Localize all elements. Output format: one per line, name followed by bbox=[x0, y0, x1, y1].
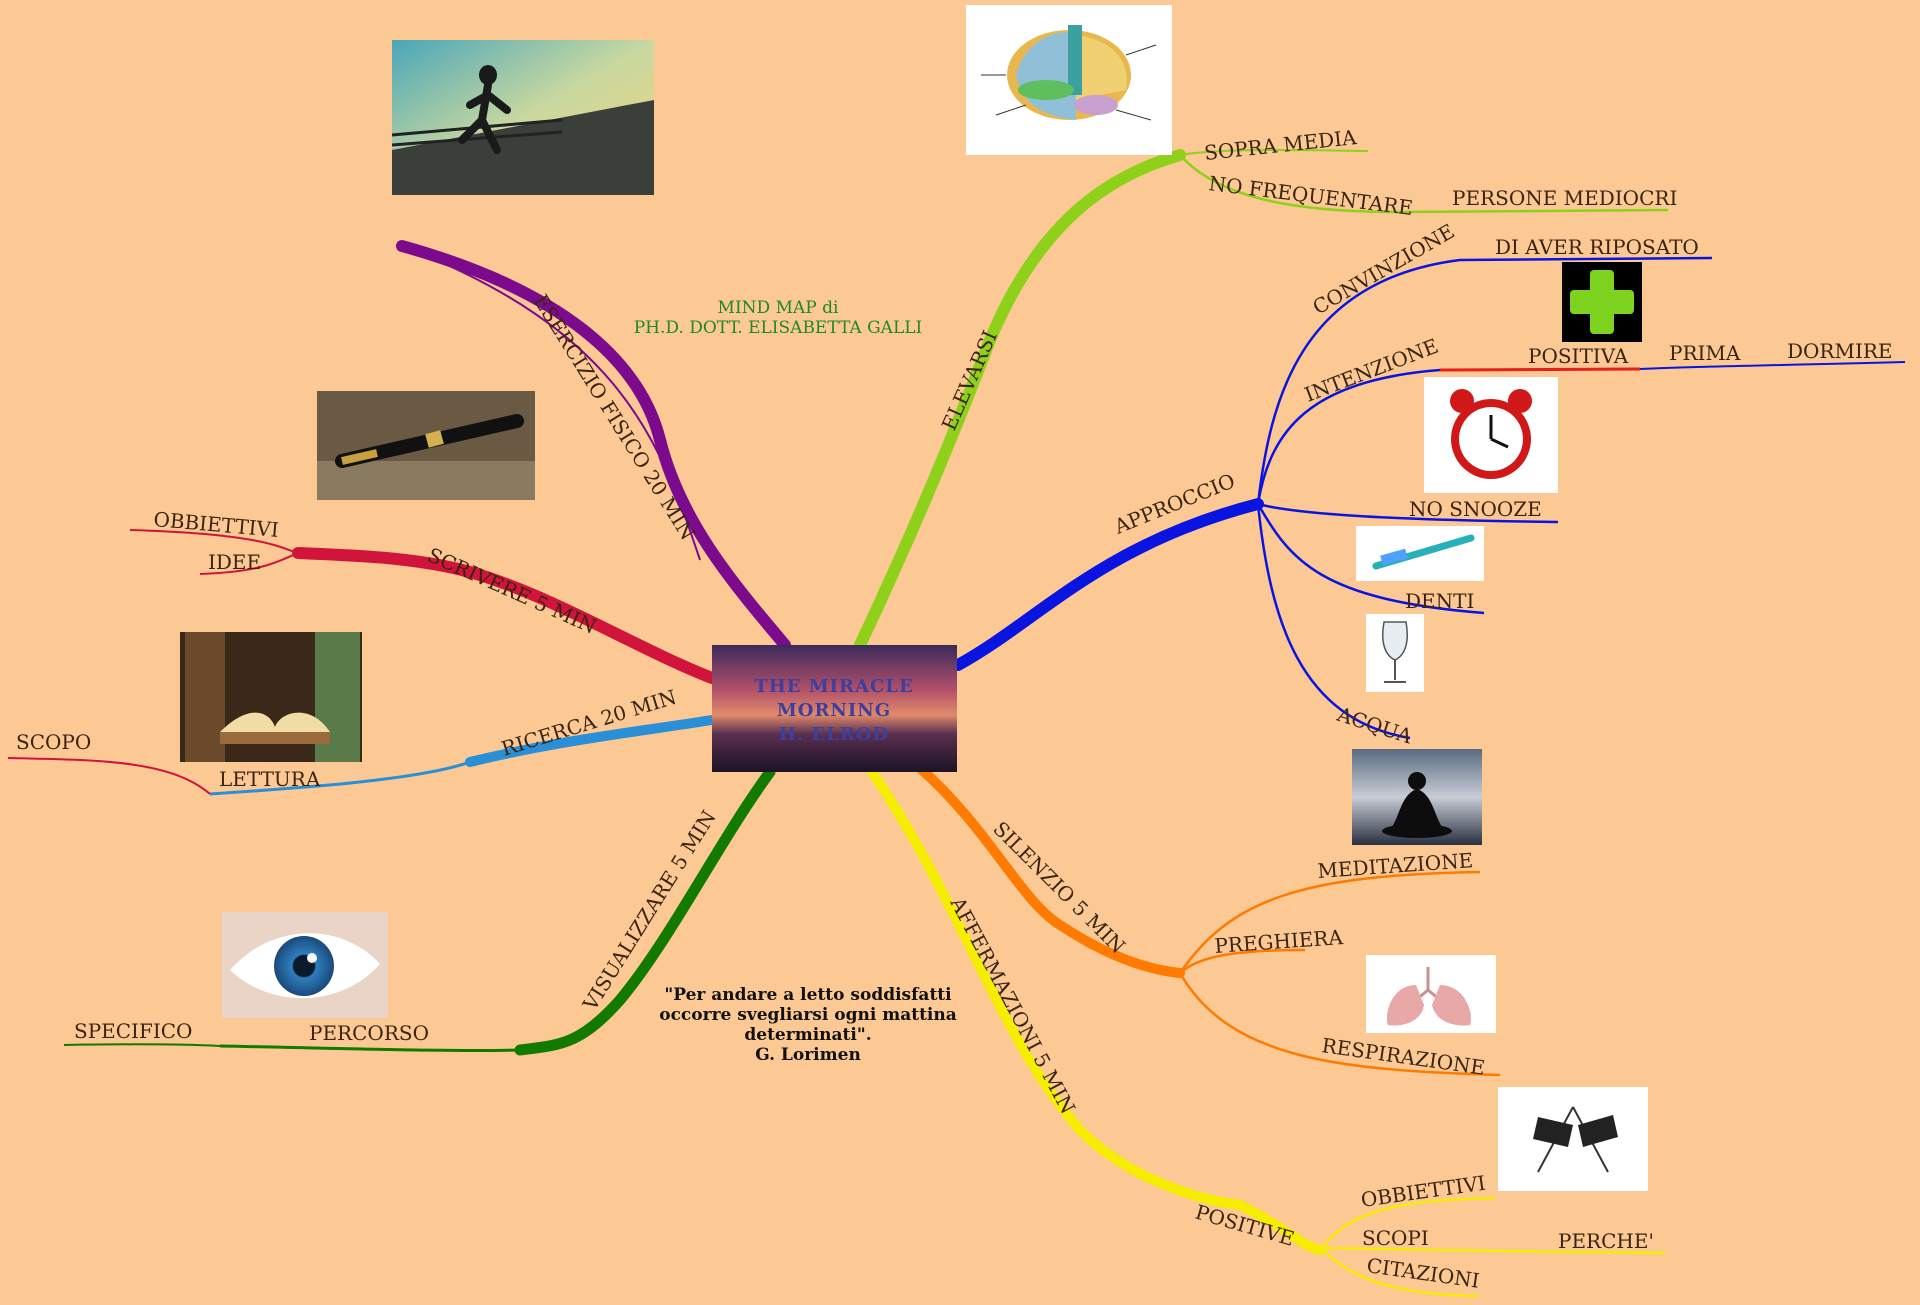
label-perche[interactable]: PERCHE' bbox=[1558, 1229, 1654, 1253]
central-topic[interactable]: THE MIRACLE MORNING H. ELROD bbox=[712, 645, 957, 772]
label-meditazione[interactable]: MEDITAZIONE bbox=[1317, 848, 1474, 883]
lungs-diagram bbox=[1366, 955, 1496, 1033]
label-intenzione[interactable]: INTENZIONE bbox=[1301, 334, 1441, 407]
label-positiva[interactable]: POSITIVA bbox=[1528, 344, 1629, 368]
label-ricerca[interactable]: RICERCA 20 MIN bbox=[498, 685, 679, 761]
toothbrush-photo bbox=[1356, 526, 1484, 581]
label-percorso[interactable]: PERCORSO bbox=[309, 1021, 429, 1045]
label-sopra-media[interactable]: SOPRA MEDIA bbox=[1203, 125, 1358, 165]
credit-line-1: MIND MAP di bbox=[718, 298, 839, 318]
meditation-photo bbox=[1352, 749, 1482, 845]
label-lettura[interactable]: LETTURA bbox=[219, 767, 321, 791]
label-elevarsi[interactable]: ELEVARSI bbox=[937, 327, 1002, 434]
runner-photo bbox=[391, 40, 654, 195]
quote-line-2: occorre svegliarsi ogni mattina bbox=[659, 1005, 957, 1025]
label-denti[interactable]: DENTI bbox=[1405, 589, 1474, 613]
label-scrivere-obbiettivi[interactable]: OBBIETTIVI bbox=[153, 507, 280, 542]
label-prima[interactable]: PRIMA bbox=[1669, 341, 1741, 365]
label-di-aver-riposato[interactable]: DI AVER RIPOSATO bbox=[1495, 235, 1699, 259]
label-aff-obbiettivi[interactable]: OBBIETTIVI bbox=[1359, 1171, 1487, 1212]
label-silenzio[interactable]: SILENZIO 5 MIN bbox=[988, 817, 1130, 959]
quote-line-1: "Per andare a letto soddisfatti bbox=[664, 985, 952, 1005]
label-preghiera[interactable]: PREGHIERA bbox=[1214, 925, 1344, 958]
quote-line-3: determinati". bbox=[744, 1025, 871, 1045]
label-scrivere[interactable]: SCRIVERE 5 MIN bbox=[424, 543, 600, 639]
label-dormire[interactable]: DORMIRE bbox=[1787, 339, 1893, 363]
branch-esercizio bbox=[396, 240, 791, 651]
branch-affermazioni bbox=[867, 767, 1666, 1298]
branch-silenzio bbox=[915, 763, 1501, 1077]
center-title-line-3: H. ELROD bbox=[779, 724, 889, 745]
label-acqua[interactable]: ACQUA bbox=[1334, 702, 1416, 749]
branch-elevarsi bbox=[854, 148, 1669, 651]
branch-visualizzare bbox=[63, 766, 776, 1056]
label-citazioni[interactable]: CITAZIONI bbox=[1365, 1253, 1481, 1293]
label-persone-mediocri[interactable]: PERSONE MEDIOCRI bbox=[1452, 186, 1677, 210]
water-glass-photo bbox=[1366, 614, 1424, 692]
label-convinzione[interactable]: CONVINZIONE bbox=[1309, 219, 1459, 319]
center-title-line-1: THE MIRACLE bbox=[754, 676, 913, 697]
center-title-line-2: MORNING bbox=[777, 700, 891, 721]
branch-approccio bbox=[952, 256, 1906, 740]
label-specifico[interactable]: SPECIFICO bbox=[74, 1019, 192, 1043]
label-scopo[interactable]: SCOPO bbox=[16, 730, 91, 754]
label-idee[interactable]: IDEE bbox=[208, 550, 261, 574]
label-no-frequentare[interactable]: NO FREQUENTARE bbox=[1207, 171, 1414, 220]
books-photo bbox=[180, 632, 362, 762]
quote-line-4: G. Lorimen bbox=[755, 1045, 861, 1065]
green-plus-icon bbox=[1562, 262, 1642, 342]
label-scopi[interactable]: SCOPI bbox=[1362, 1226, 1429, 1250]
eye-photo bbox=[222, 912, 388, 1018]
credit-line-2: PH.D. DOTT. ELISABETTA GALLI bbox=[634, 318, 923, 338]
alarm-clock-photo bbox=[1424, 377, 1558, 493]
label-respirazione[interactable]: RESPIRAZIONE bbox=[1320, 1033, 1486, 1080]
fountain-pen-photo bbox=[317, 391, 535, 500]
branch-ricerca bbox=[7, 715, 717, 796]
label-no-snooze[interactable]: NO SNOOZE bbox=[1409, 497, 1542, 521]
branch-scrivere bbox=[129, 529, 718, 684]
brain-diagram bbox=[966, 5, 1172, 155]
checkered-flag-photo bbox=[1498, 1087, 1648, 1191]
